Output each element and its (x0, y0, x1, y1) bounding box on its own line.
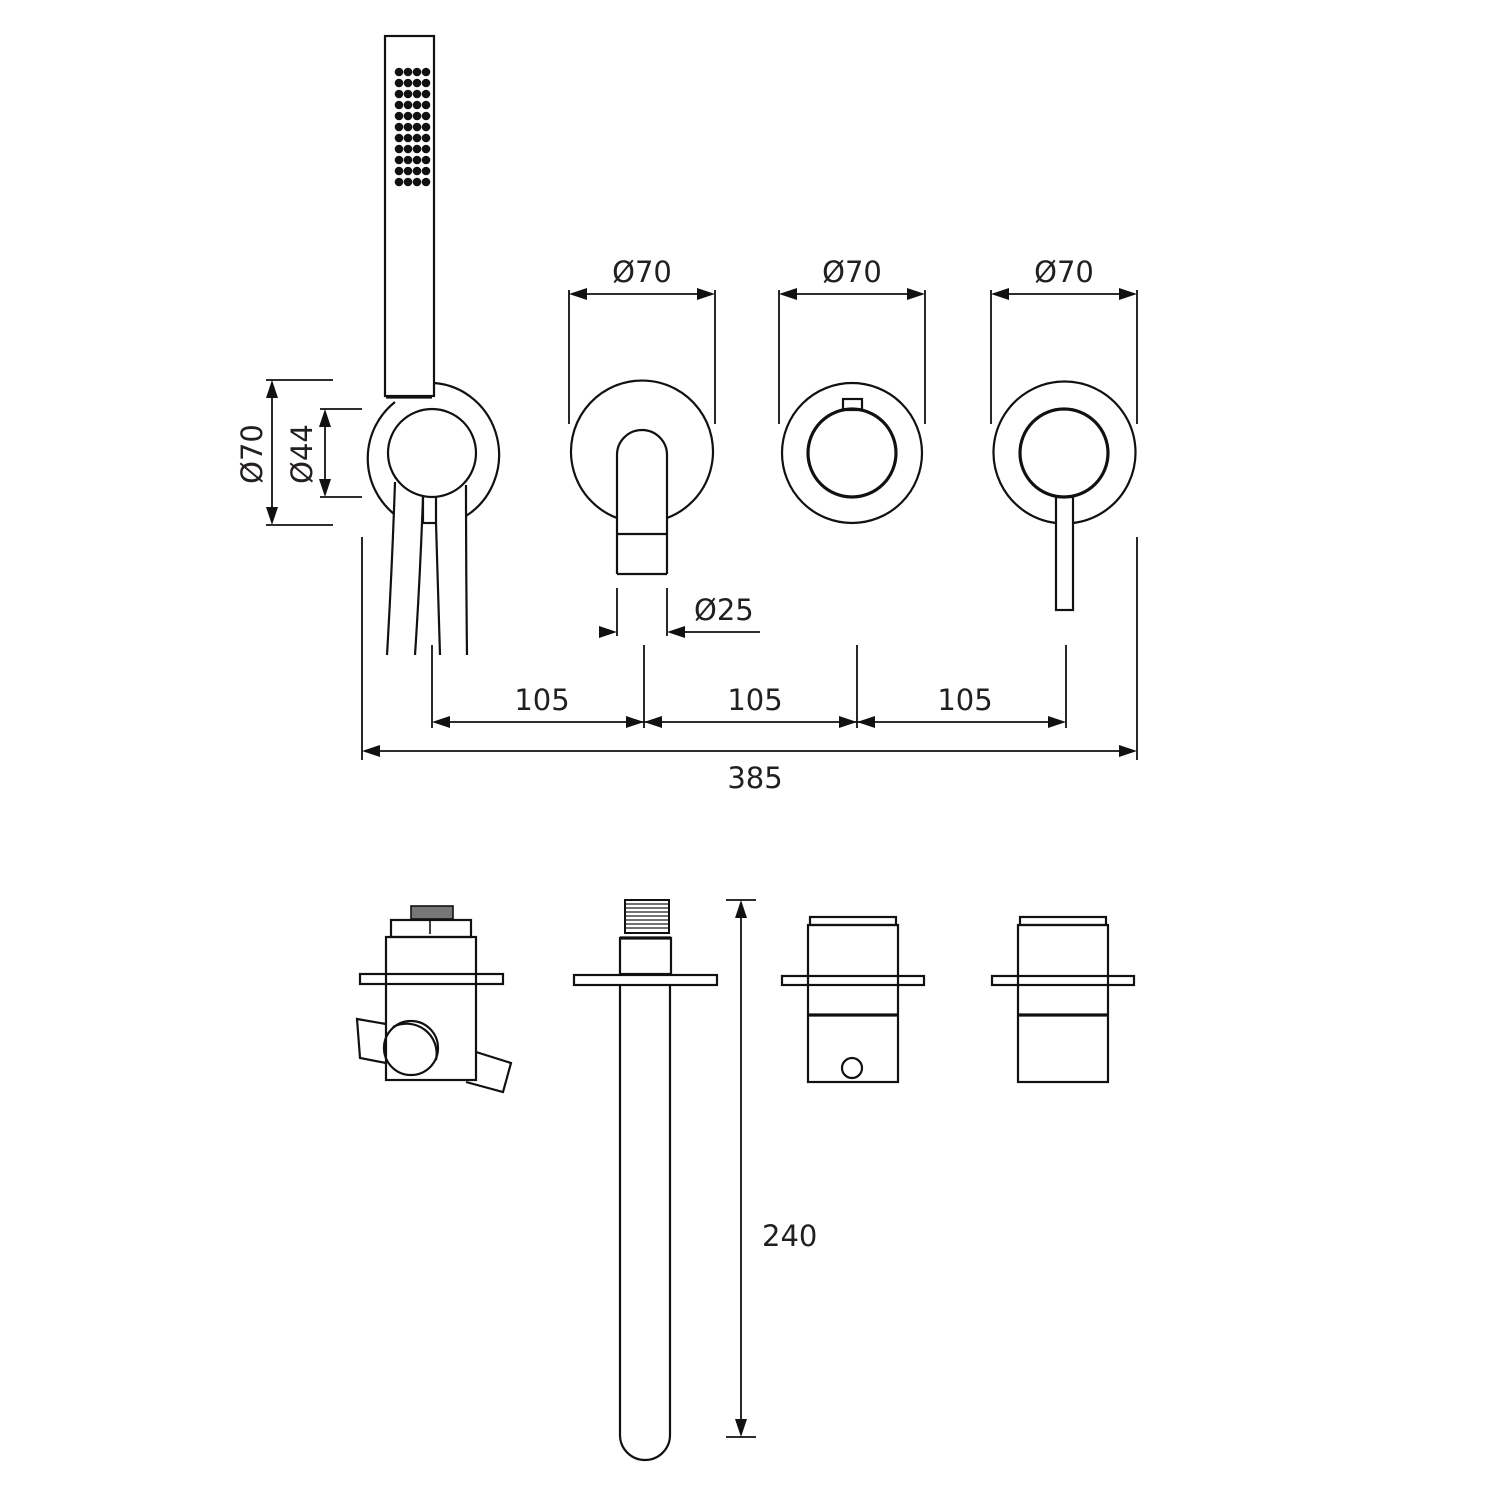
mixer-rosette-dia-label: Ø70 (1034, 255, 1094, 289)
diverter-front (780, 381, 924, 525)
holder-dimensions: Ø70 Ø44 (235, 379, 362, 526)
diverter-side (780, 915, 926, 1084)
spout-rosette-dia-label: Ø70 (612, 255, 672, 289)
spout-length-label: 240 (762, 1219, 817, 1253)
spout-dia-dimension: Ø25 (599, 588, 760, 638)
shower-holder (366, 381, 501, 656)
mixer-front (992, 380, 1137, 612)
holder-inner-dia-label: Ø44 (285, 424, 319, 484)
hand-shower (383, 34, 436, 399)
spout-front (569, 379, 715, 576)
spout-side (572, 899, 719, 1462)
holder-rosette-dia-label: Ø70 (235, 424, 269, 484)
spout-length-dimension: 240 (726, 899, 817, 1438)
overall-width-label: 385 (727, 761, 782, 795)
shower-nozzle-grid-icon (394, 67, 431, 187)
spacing-1-label: 105 (514, 683, 569, 717)
spacing-3-label: 105 (937, 683, 992, 717)
holder-side (355, 905, 513, 1094)
spacing-dimensions: 105 105 105 385 (361, 537, 1138, 795)
spacing-2-label: 105 (727, 683, 782, 717)
diverter-rosette-dia-label: Ø70 (822, 255, 882, 289)
mixer-side (990, 915, 1136, 1084)
rosette-dimensions: Ø70 Ø70 Ø70 (568, 255, 1138, 424)
spout-dia-label: Ø25 (694, 593, 754, 627)
